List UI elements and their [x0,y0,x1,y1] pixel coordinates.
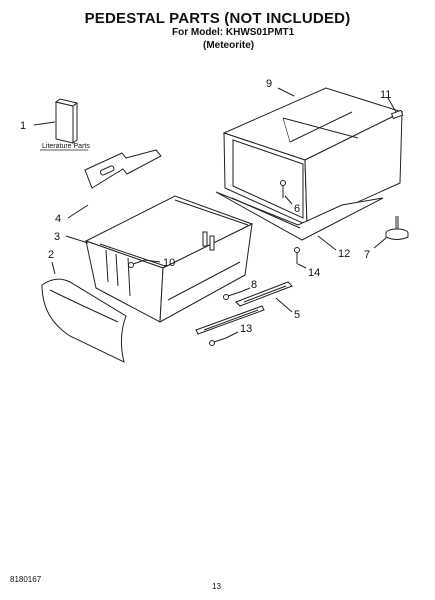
callout-11: 11 [380,89,391,101]
screw-6[interactable] [280,180,286,199]
callout-10: 10 [163,257,175,269]
callout-13: 13 [240,323,252,335]
page-number: 13 [212,582,221,591]
literature-booklet[interactable] [54,98,79,144]
clip-11[interactable] [390,109,404,120]
drawer-front[interactable] [41,278,127,363]
screw-14[interactable] [294,247,300,265]
callout-7: 7 [364,249,370,261]
leveling-leg[interactable] [385,216,409,240]
document-number: 8180167 [10,575,42,584]
pedestal-cabinet[interactable] [222,87,404,226]
callout-14: 14 [308,267,320,279]
literature-parts-label: Literature Parts [42,143,90,150]
callout-8: 8 [251,279,257,291]
model-number: For Model: KHWS01PMT1 [172,27,295,38]
drawer-tub[interactable] [84,195,254,323]
callout-9: 9 [266,78,272,90]
callout-12: 12 [338,248,350,260]
callout-6: 6 [294,203,300,215]
callout-1: 1 [20,120,26,132]
callout-2: 2 [48,249,54,261]
slide-rails[interactable] [195,281,293,335]
screw-8[interactable] [223,291,241,300]
screw-13[interactable] [209,337,227,346]
callout-3: 3 [54,231,60,243]
callout-5: 5 [294,309,300,321]
bracket-plate[interactable] [84,149,162,189]
callout-4: 4 [55,213,61,225]
page-title: PEDESTAL PARTS (NOT INCLUDED) [84,10,351,27]
model-variant: (Meteorite) [203,40,255,51]
base-plate[interactable] [215,191,384,241]
screw-10[interactable] [128,259,146,268]
